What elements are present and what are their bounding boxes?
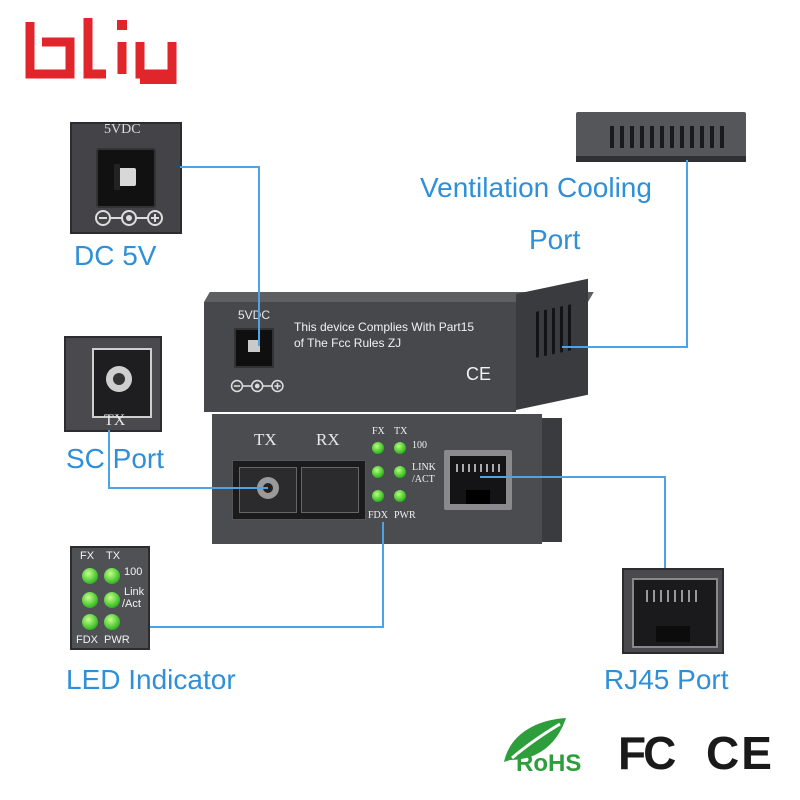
sc-port-inset: TX [64,336,162,432]
led-inset-act: /Act [122,598,141,610]
vent-callout-line1: Ventilation Cooling [420,172,652,203]
vent-callout-line2: Port [529,224,581,255]
front-led-link: LINK [412,462,436,473]
fc-mark: FC [618,727,676,779]
dc-jack [96,148,156,208]
front-led-fdx: FDX [368,510,389,521]
front-led-tx-led [394,442,406,454]
compliance-line2: of The Fcc Rules ZJ [294,336,402,350]
led-inset-pwr: PWR [104,634,130,646]
led-callout: LED Indicator [66,664,236,695]
top-power-label: 5VDC [238,308,271,322]
led-line-h [150,626,384,628]
rj45-line-h [480,476,666,478]
front-led-3 [372,466,384,478]
top-dc-jack [234,328,274,368]
sc-inset-label: TX [104,412,126,429]
dc-callout: DC 5V [74,240,157,271]
vent-line-v [686,160,688,346]
rohs-label: RoHS [516,750,582,777]
ventilation-inset [576,112,746,162]
led-inset-led6 [104,614,120,630]
led-inset-speed: 100 [124,566,143,578]
led-inset-led4 [104,592,120,608]
vent-line-h [562,346,688,348]
polarity-icon [95,210,163,226]
rj45-inset [622,568,724,654]
led-inset-fx: FX [80,550,95,562]
dc-jack-inset: 5VDC [70,122,182,234]
led-inset-tx-led [104,568,120,584]
front-led-speed: 100 [412,440,427,451]
device-top-unit: 5VDC This device Complies With Part15 of… [204,278,594,416]
front-led-fx-led [372,442,384,454]
front-led-pwr: PWR [394,510,416,521]
compliance-line1: This device Complies With Part15 [294,320,475,334]
device-top-face: 5VDC This device Complies With Part15 of… [204,302,516,412]
ce-mark: CE [706,727,774,779]
sc-callout: SC Port [66,443,165,474]
dc-inset-label: 5VDC [104,122,141,137]
vent-slots [610,126,730,148]
dc-line-v [258,166,260,346]
front-tx-label: TX [254,430,277,449]
led-inset-led5 [82,614,98,630]
front-led-fx: FX [372,426,385,437]
led-inset-led3 [82,592,98,608]
led-inset-fdx: FDX [76,634,98,646]
front-led-act: /ACT [412,474,435,485]
led-line-v [382,522,384,628]
led-indicator-inset: FX TX 100 Link /Act FDX PWR [70,546,150,650]
rohs-leaf-icon [504,718,566,762]
front-led-5 [372,490,384,502]
rj45-callout: RJ45 Port [604,664,729,695]
certifications: RoHS FC CE [500,716,790,786]
front-rj45-port [444,450,512,510]
sc-line-h [108,487,268,489]
front-sc-port [232,460,366,520]
led-inset-fx-led [82,568,98,584]
brand-logo-mark [25,18,177,85]
rj45-line-v [664,476,666,568]
front-led-4 [394,466,406,478]
front-led-6 [394,490,406,502]
top-polarity-icon [230,379,284,393]
brand-logo: bliy [22,14,192,85]
top-ce-mark: CE [466,364,492,384]
device-top-side [516,278,588,410]
led-inset-tx: TX [106,550,121,562]
device-front-unit: TX RX FX TX 100 LINK /ACT FDX PWR [212,414,562,544]
front-led-tx: TX [394,426,408,437]
sc-line-v [108,430,110,488]
led-inset-link: Link [124,586,145,598]
dc-line-h [180,166,258,168]
front-rx-label: RX [316,430,340,449]
